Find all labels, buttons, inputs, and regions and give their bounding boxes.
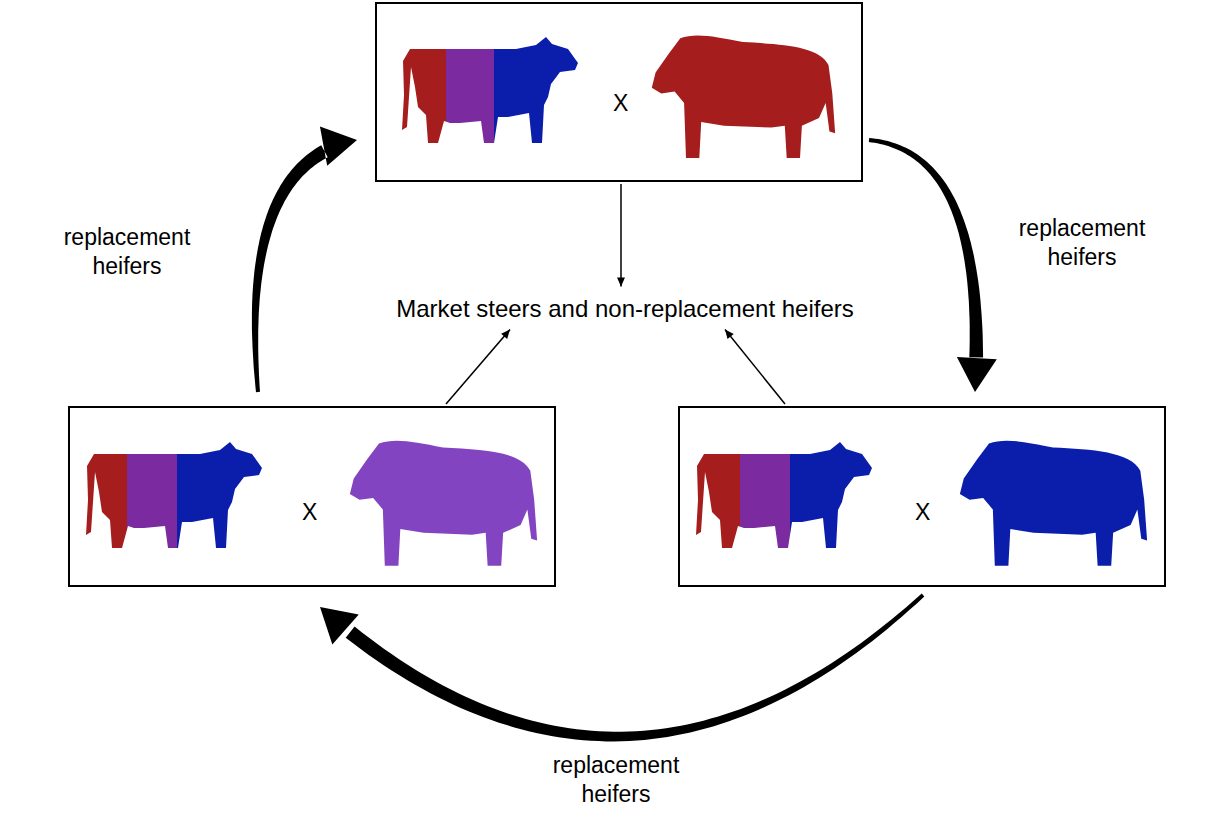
thin-arrow-line — [620, 184, 622, 287]
market-label: Market steers and non-replacement heifer… — [394, 293, 856, 324]
cross-symbol: X — [915, 501, 930, 524]
blue-bull — [960, 441, 1147, 566]
arrowhead — [501, 330, 510, 339]
crossbred-cow — [692, 440, 880, 555]
curved-arrow — [252, 127, 357, 393]
curved-arrow — [869, 138, 997, 392]
thin-arrow-line — [725, 330, 785, 405]
purple-bull — [350, 441, 537, 566]
thin-arrow-line — [446, 330, 510, 405]
output-arrow — [446, 330, 510, 405]
breeding-pair-box: X — [68, 406, 556, 587]
breeding-pair-box: X — [375, 2, 863, 182]
market-text-node: Market steers and non-replacement heifer… — [390, 291, 860, 326]
cross-symbol: X — [302, 501, 317, 524]
breeding-pair-box: X — [678, 406, 1166, 587]
edge-label: replacement heifers — [1004, 214, 1160, 272]
cycle-arrow — [252, 127, 357, 393]
cross-symbol: X — [613, 92, 628, 115]
cycle-arrow — [320, 594, 924, 742]
crossbred-cow — [82, 440, 267, 555]
red-bull — [652, 35, 835, 158]
edge-label: replacement heifers — [538, 751, 694, 809]
cycle-arrow — [869, 138, 997, 392]
arrowhead — [617, 278, 625, 287]
output-arrow — [617, 184, 625, 287]
crossbred-cow — [398, 35, 584, 150]
arrowhead — [725, 330, 734, 340]
curved-arrow — [320, 594, 924, 742]
output-arrow — [725, 330, 785, 405]
edge-label: replacement heifers — [49, 223, 205, 281]
